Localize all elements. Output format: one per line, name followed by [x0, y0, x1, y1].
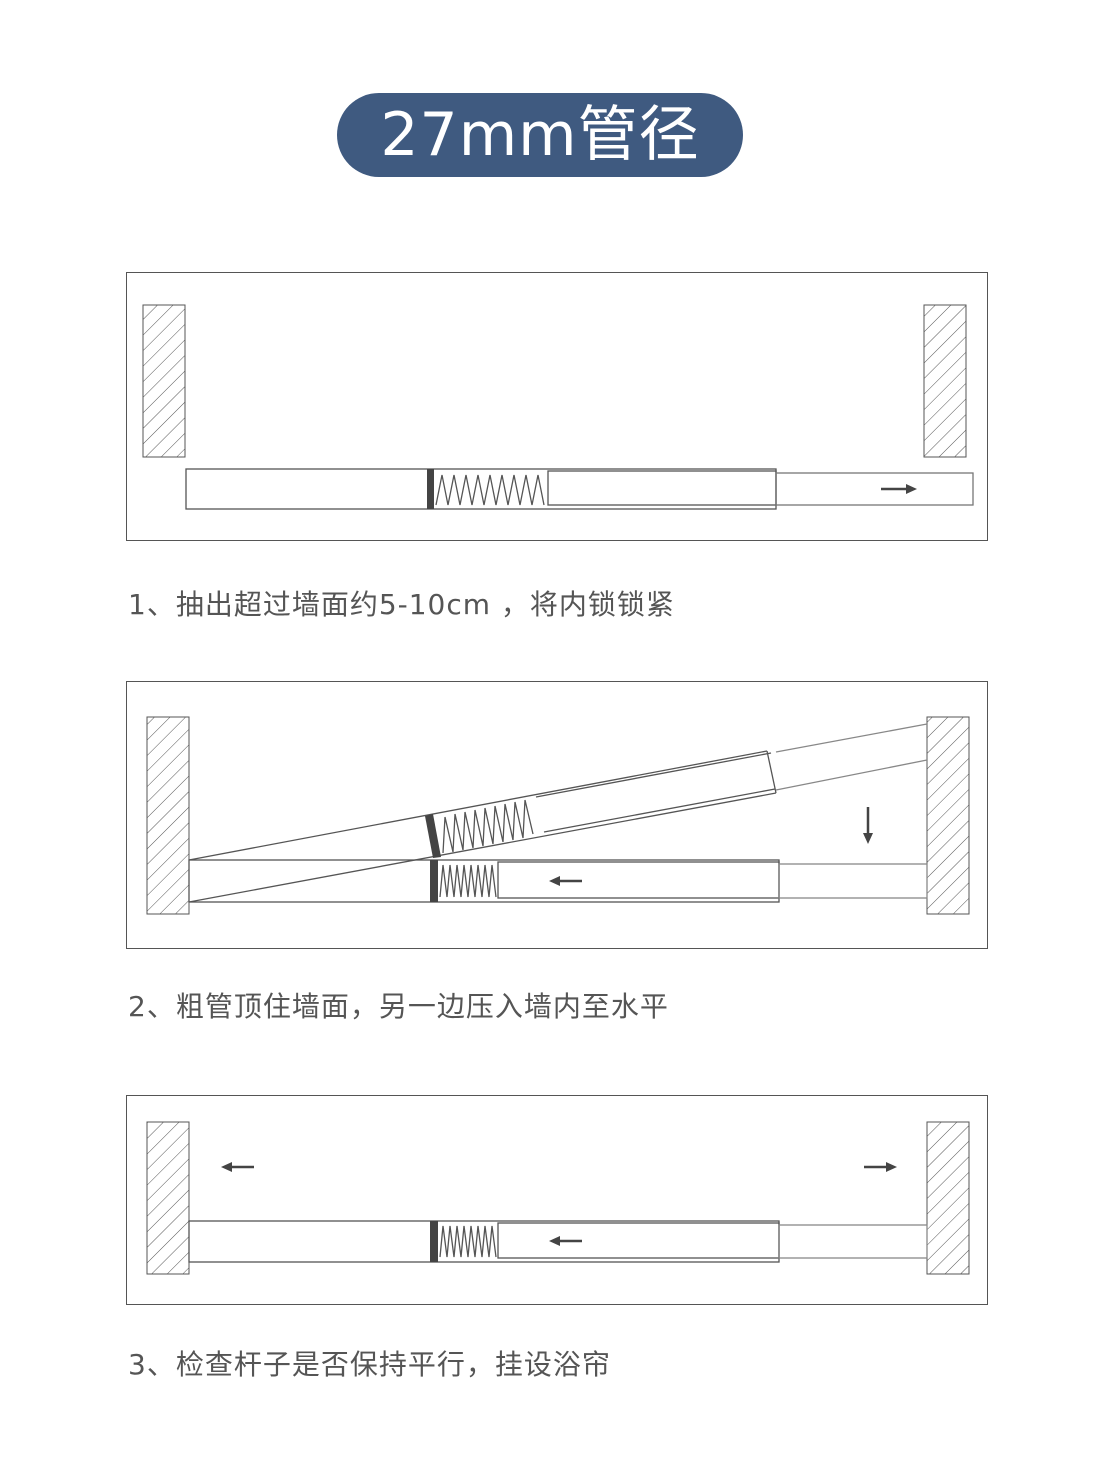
- arrow-left-icon: [549, 876, 582, 886]
- arrow-down-icon: [863, 807, 873, 844]
- left-wall-icon: [146, 716, 190, 915]
- spring-icon: [435, 474, 545, 506]
- arrow-right-icon: [864, 1162, 897, 1172]
- diagram-step-1-illustration: [142, 304, 974, 510]
- left-wall-icon: [142, 304, 186, 458]
- diagram-step-2-illustration: [146, 716, 970, 915]
- diagram-step-3: [126, 1095, 988, 1305]
- tension-rod: [188, 1220, 928, 1263]
- spring-icon: [442, 799, 534, 854]
- right-wall-icon: [926, 716, 970, 915]
- tension-rod: [185, 468, 974, 510]
- step-1-caption: 1、抽出超过墙面约5-10cm ，将内锁锁紧: [128, 588, 675, 621]
- tilted-rod: [188, 723, 928, 903]
- left-wall-icon: [146, 1121, 190, 1275]
- title-badge: 27mm管径: [337, 93, 743, 177]
- spring-icon: [439, 1225, 497, 1258]
- diagram-step-2: [126, 681, 988, 949]
- level-rod: [188, 859, 928, 903]
- spring-icon: [439, 864, 497, 898]
- diagram-step-3-illustration: [146, 1121, 970, 1275]
- step-3-caption: 3、检查杆子是否保持平行，挂设浴帘: [128, 1348, 611, 1381]
- right-wall-icon: [926, 1121, 970, 1275]
- title-text: 27mm管径: [380, 100, 700, 170]
- right-wall-icon: [923, 304, 967, 458]
- diagram-step-1: [126, 272, 988, 541]
- arrow-right-icon: [881, 484, 917, 494]
- step-2-caption: 2、粗管顶住墙面，另一边压入墙内至水平: [128, 990, 669, 1023]
- arrow-left-icon: [549, 1236, 582, 1246]
- arrow-left-icon: [221, 1162, 254, 1172]
